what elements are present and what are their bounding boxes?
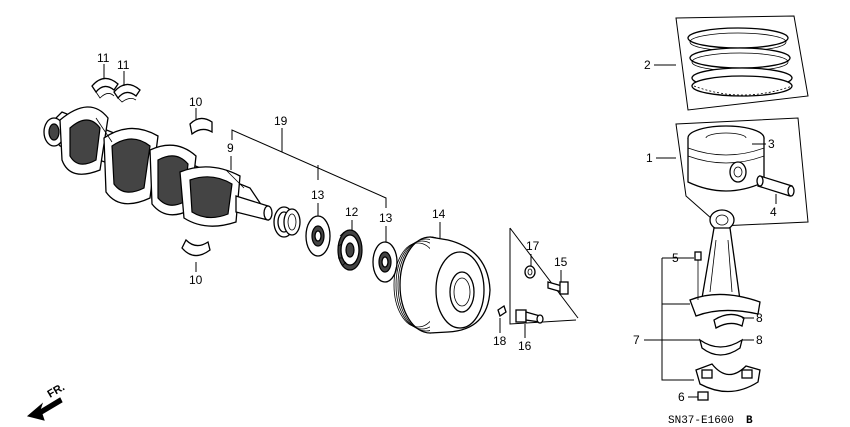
callout-10-top: 10 (189, 95, 203, 109)
main-bearing-upper-b[interactable] (113, 83, 141, 103)
thrust-bearing-lower[interactable] (181, 238, 211, 257)
callout-16: 16 (518, 339, 532, 353)
crank-pulley-washer-b[interactable] (372, 241, 398, 283)
piston-pin[interactable] (756, 175, 795, 197)
piston-rings[interactable] (687, 27, 793, 97)
callout-11-a: 11 (97, 51, 110, 65)
callout-11-b: 11 (117, 58, 130, 72)
conrod-nut[interactable] (697, 391, 709, 401)
callout-12: 12 (345, 205, 359, 219)
callout-8-upper: 8 (756, 311, 763, 325)
callout-2: 2 (644, 58, 651, 72)
crankshaft-pulley[interactable] (393, 236, 491, 334)
callout-15: 15 (554, 255, 568, 269)
conrod-bolt[interactable] (694, 251, 702, 300)
main-bearing-upper-a[interactable] (91, 77, 119, 99)
callout-13-b: 13 (379, 211, 393, 225)
front-direction-arrow (26, 397, 63, 421)
callout-3: 3 (768, 137, 775, 151)
pulley-washer[interactable] (524, 265, 536, 279)
callout-8-lower: 8 (756, 333, 763, 347)
bracket-19 (231, 128, 387, 208)
callout-17: 17 (526, 239, 540, 253)
pulley-center-bolt[interactable] (515, 309, 544, 324)
callout-18: 18 (493, 334, 507, 348)
crank-pulley-washer-a[interactable] (305, 215, 331, 257)
callout-6: 6 (678, 390, 685, 404)
conrod-bearing-upper[interactable] (713, 313, 745, 329)
pulley-bolt[interactable] (547, 281, 569, 295)
callout-1: 1 (646, 151, 653, 165)
piston-frame (675, 117, 809, 227)
conrod-cap[interactable] (695, 363, 761, 393)
callout-14: 14 (432, 207, 446, 221)
front-label: FR. (46, 381, 67, 400)
timing-belt-sprocket[interactable] (337, 229, 363, 271)
piston[interactable] (687, 125, 765, 192)
callout-13-a: 13 (311, 188, 325, 202)
diagram-code: SN37-E1600 (668, 415, 734, 427)
ring-frame (675, 15, 809, 111)
connecting-rod[interactable] (689, 209, 761, 317)
callout-7: 7 (633, 333, 640, 347)
callout-10-bottom: 10 (189, 273, 203, 287)
woodruff-key[interactable] (497, 304, 507, 318)
callout-4: 4 (770, 205, 777, 219)
callout-19: 19 (274, 114, 288, 128)
conrod-bearing-lower[interactable] (698, 338, 744, 356)
bracket-pulley-hardware (509, 228, 577, 325)
thrust-bearing-upper[interactable] (189, 117, 213, 136)
diagram-code-suffix: B (746, 415, 753, 427)
crankshaft[interactable] (43, 106, 273, 227)
callout-9: 9 (227, 141, 234, 155)
bracket-7 (661, 258, 694, 381)
crank-oil-seal[interactable] (273, 206, 301, 238)
